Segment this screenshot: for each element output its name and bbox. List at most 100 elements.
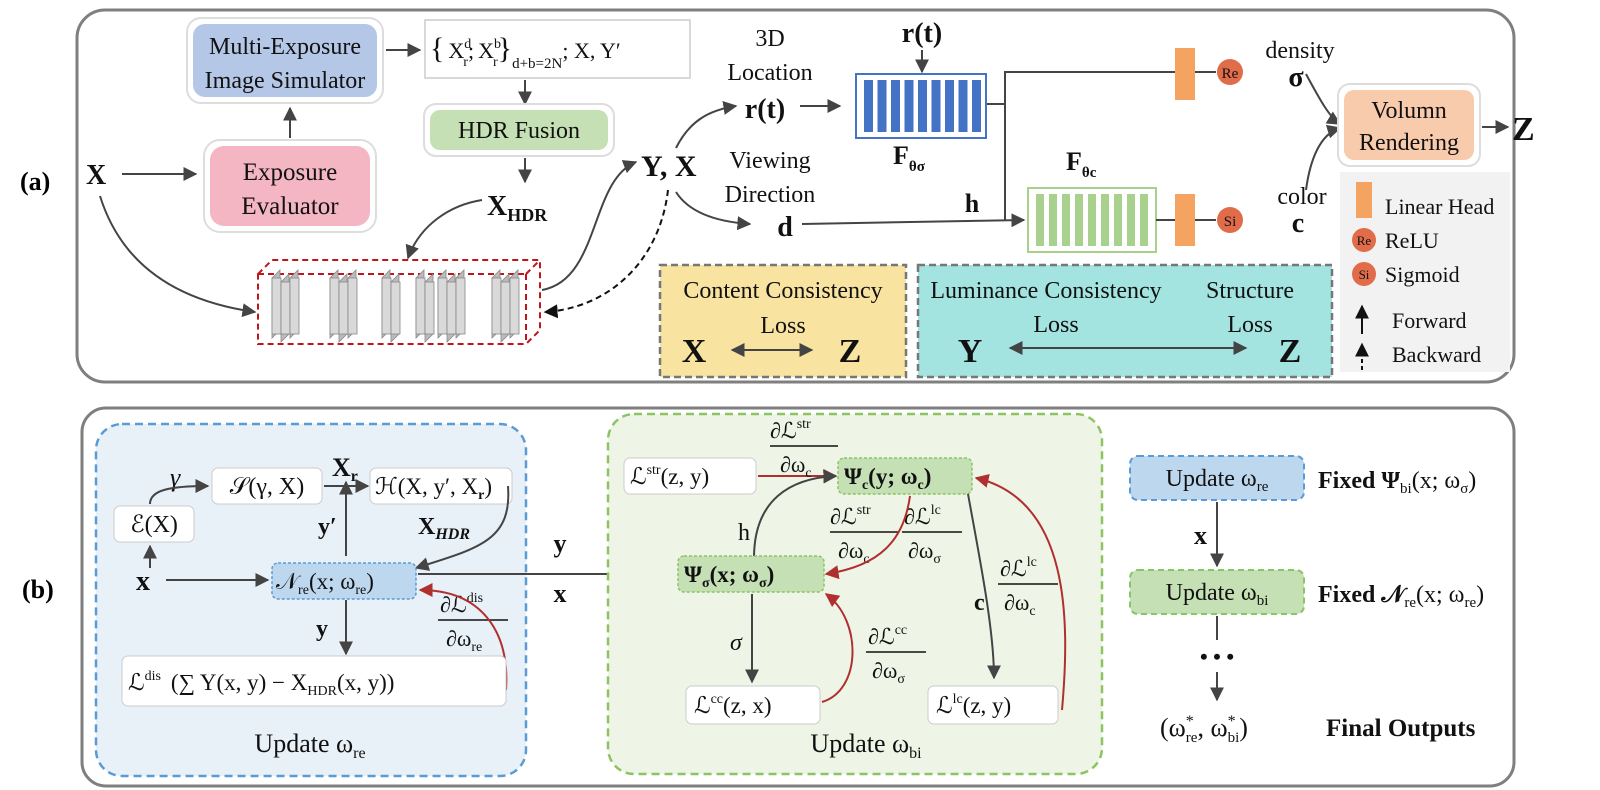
network-layer [446, 281, 457, 335]
luminance-loss-sub: Loss [1033, 312, 1078, 338]
network-layer [390, 281, 401, 335]
panel-a-label: (a) [20, 167, 50, 196]
h-box-text: ℋ(X, y′, Xr) [375, 474, 492, 503]
d-label: d [777, 212, 793, 243]
f-sigma-layer [877, 80, 887, 132]
psi-sigma-node [677, 555, 825, 593]
network-layer [289, 277, 300, 335]
sigma-symbol: σ [1288, 62, 1304, 93]
arrow-h-to-n [414, 485, 510, 571]
content-loss-title: Content Consistency [683, 278, 882, 304]
network-layer [455, 277, 466, 335]
x-mid-label: x [554, 579, 567, 608]
cc-frac-num: ∂ℒcc [868, 623, 907, 649]
dis-frac-den: ∂ωre [446, 626, 482, 655]
lcc-box [685, 685, 821, 725]
arrow-psi-c-to-llc [967, 493, 1001, 680]
network-layer [437, 277, 448, 335]
red-arrow-llc-to-psi-c [974, 474, 1067, 711]
legend-backward: Backward [1392, 342, 1481, 367]
arrow-yx-to-direction [675, 191, 752, 231]
llc-box [927, 685, 1059, 725]
arrow-xhdr-to-network [405, 199, 483, 260]
right-update-bi-box [1129, 569, 1305, 615]
arrow-yx-to-location [675, 101, 738, 149]
y-down-label: y [316, 616, 328, 642]
legend-sigmoid-badge [1352, 262, 1376, 286]
h-box [369, 467, 513, 505]
arrow-d-to-fc [801, 213, 1026, 228]
fixed-psi-text: Fixed Ψbi(x; ωσ) [1318, 468, 1476, 497]
arrow-network-to-yx [541, 160, 638, 291]
psi-c-text: Ψc(y; ωc) [844, 464, 931, 493]
f-sigma-layer [972, 80, 981, 132]
relu-badge-text: Re [1222, 66, 1239, 82]
viewing-line2: Direction [725, 182, 816, 208]
color-linear-head [1175, 194, 1195, 246]
legend-forward: Forward [1392, 308, 1467, 333]
arrow-psi-sigma-to-psi-c [753, 469, 838, 559]
f-c-layer [1062, 194, 1070, 246]
f-sigma-layer [918, 80, 927, 132]
xhdr-label: XHDR [487, 191, 548, 225]
network-layer [271, 277, 282, 335]
right-update-bi-text: Update ωbi [1166, 580, 1269, 609]
psi-c-node [837, 457, 973, 495]
xhdr-small: XHDR [418, 514, 470, 543]
network-layer [347, 277, 358, 335]
network-layer [338, 281, 349, 335]
str-frac-top-den: ∂ωc [780, 452, 812, 481]
location-line1: 3D [755, 26, 784, 52]
f-c-layer [1114, 194, 1122, 246]
input-x: X [86, 160, 106, 191]
exposure-evaluator-box [210, 146, 370, 226]
s-box-text: 𝒮(γ, X) [230, 474, 305, 500]
lstr-text: ℒstr(z, y) [630, 463, 709, 489]
legend-sigmoid-badge-text: Si [1359, 267, 1370, 282]
e-box [113, 505, 195, 543]
yx-label: Y, X [641, 150, 697, 183]
location-line2: Location [727, 60, 812, 86]
s-box [211, 467, 323, 505]
exposure-set-box [424, 19, 691, 79]
xr-label: Xr [332, 453, 358, 485]
right-dots: • • • [1200, 644, 1234, 669]
multi-exposure-line1: Multi-Exposure [209, 34, 361, 60]
viewing-line1: Viewing [729, 148, 810, 174]
z-output: Z [1512, 111, 1535, 148]
lum-loss-y: Y [958, 333, 983, 370]
f-sigma-label: Fθσ [893, 141, 926, 175]
content-loss-z: Z [839, 333, 862, 370]
density-word: density [1265, 38, 1334, 64]
rt-left: r(t) [745, 94, 785, 125]
n-re-node [271, 562, 417, 600]
network-block [257, 259, 541, 345]
f-sigma-layer [864, 80, 873, 132]
fixed-n-text: Fixed 𝒩re(x; ωre) [1318, 582, 1484, 611]
network-layer [280, 281, 291, 335]
sigmoid-badge [1217, 207, 1243, 233]
legend-sigmoid: Sigmoid [1385, 262, 1460, 287]
right-x-label: x [1194, 521, 1207, 550]
str-frac-top-num: ∂ℒstr [770, 417, 811, 443]
sigmoid-badge-text: Si [1224, 214, 1237, 230]
color-word: color [1277, 184, 1326, 210]
exposure-evaluator-line2: Evaluator [241, 193, 339, 220]
exposure-evaluator-line1: Exposure [243, 159, 337, 186]
f-sigma-layer [904, 80, 914, 132]
volume-rendering-box [1344, 90, 1474, 160]
str-frac-mid-den: ∂ωc [838, 538, 870, 567]
volume-rendering-line2: Rendering [1359, 130, 1459, 156]
x-input-small: x [136, 566, 150, 597]
hdr-fusion-label: HDR Fusion [458, 118, 580, 144]
network-layer [424, 281, 435, 335]
f-c-label: Fθc [1066, 147, 1097, 181]
h-label: h [965, 189, 980, 218]
lstr-box [623, 457, 757, 495]
lc-frac-mid-den: ∂ωσ [908, 538, 941, 567]
multi-exposure-line2: Image Simulator [205, 68, 366, 94]
f-sigma-layer [931, 80, 941, 132]
legend-relu-badge [1352, 228, 1376, 252]
c-small-label: c [974, 590, 985, 616]
